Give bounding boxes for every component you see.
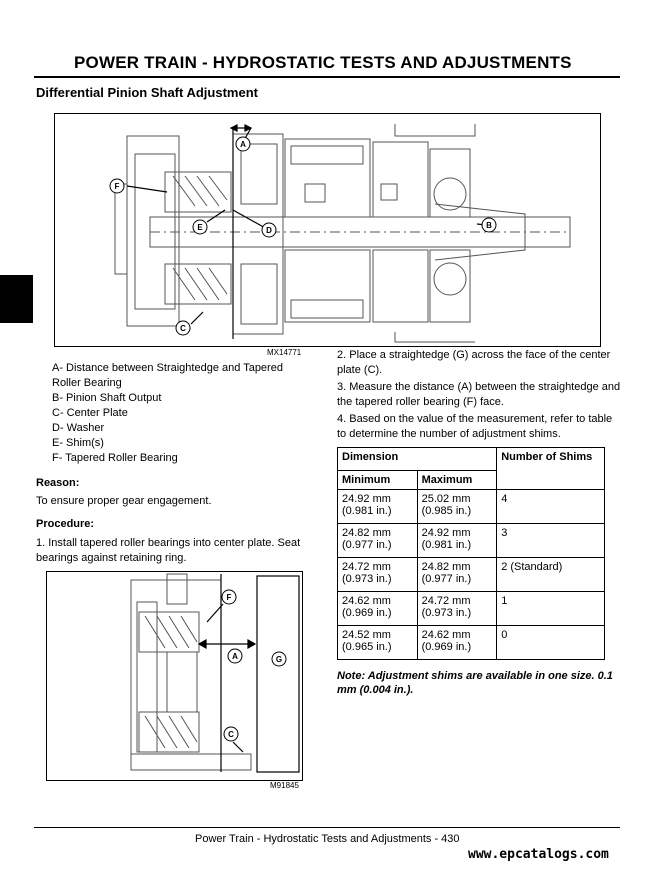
callout-f-icon — [221, 589, 237, 605]
min-mm: 24.82 mm — [342, 527, 391, 539]
table-cell-minimum: 24.52 mm(0.965 in.) — [337, 625, 418, 660]
table-row: 24.72 mm(0.973 in.) 24.82 mm(0.977 in.) … — [337, 557, 605, 592]
column-header-shims: Number of Shims — [496, 447, 605, 490]
straightedge-figure: F A G C — [46, 571, 303, 781]
table-row: 24.52 mm(0.965 in.) 24.62 mm(0.969 in.) … — [337, 625, 605, 660]
callout-c-label: C — [180, 324, 186, 333]
table-cell-shims: 0 — [496, 625, 605, 660]
table-cell-shims: 4 — [496, 489, 605, 524]
page-footer: Power Train - Hydrostatic Tests and Adju… — [195, 833, 460, 845]
section-tab-marker — [0, 275, 33, 323]
legend-item: F- Tapered Roller Bearing — [52, 452, 178, 464]
callout-g-icon — [271, 651, 287, 667]
callout-d-label: D — [266, 226, 272, 235]
figure1-code: MX14771 — [267, 348, 302, 357]
table-cell-maximum: 24.92 mm(0.981 in.) — [416, 523, 498, 558]
callout-e-label: E — [197, 223, 203, 232]
callout-f-label: F — [115, 182, 120, 191]
callout-a-icon — [235, 136, 251, 152]
max-mm: 24.72 mm — [421, 595, 471, 607]
min-mm: 24.92 mm — [342, 493, 391, 505]
column-header-maximum: Maximum — [416, 470, 498, 490]
max-in: (0.981 in.) — [421, 539, 472, 551]
table-cell-minimum: 24.62 mm(0.969 in.) — [337, 591, 418, 626]
table-subheader-row: Minimum Maximum — [337, 470, 605, 490]
section-title: Differential Pinion Shaft Adjustment — [36, 85, 258, 100]
callout-a-icon — [227, 648, 243, 664]
callout-a-label: A — [240, 140, 246, 149]
max-in: (0.969 in.) — [421, 641, 472, 653]
callout-e-icon — [192, 219, 208, 235]
max-mm: 25.02 mm — [421, 493, 471, 505]
table-cell-maximum: 25.02 mm(0.985 in.) — [416, 489, 498, 524]
max-mm: 24.82 mm — [421, 561, 471, 573]
max-in: (0.973 in.) — [421, 607, 472, 619]
watermark: www.epcatalogs.com — [468, 847, 609, 862]
callout-c-icon — [223, 726, 239, 742]
table-header-row: Dimension Number of Shims — [336, 447, 605, 490]
callout-g-label: G — [276, 655, 282, 664]
straightedge-drawing: F A G C — [130, 573, 300, 773]
min-in: (0.965 in.) — [342, 641, 392, 653]
procedure-step-1: 1. Install tapered roller bearings into … — [36, 537, 301, 564]
pinion-shaft-figure: A B C D E F — [54, 113, 601, 347]
callout-c-label: C — [228, 730, 234, 739]
table-cell-maximum: 24.72 mm(0.973 in.) — [416, 591, 498, 626]
column-header-dimension: Dimension — [336, 447, 498, 471]
table-row: 24.62 mm(0.969 in.) 24.72 mm(0.973 in.) … — [337, 591, 605, 626]
note-text: Note: Adjustment shims are available in … — [337, 670, 613, 696]
legend-item: A- Distance between Straightedge and Tap… — [52, 362, 283, 374]
table-cell-shims: 3 — [496, 523, 605, 558]
table-row: 24.92 mm(0.981 in.) 25.02 mm(0.985 in.) … — [337, 489, 605, 524]
table-cell-shims: 2 (Standard) — [496, 557, 605, 592]
callout-c-icon — [175, 320, 191, 336]
min-mm: 24.72 mm — [342, 561, 391, 573]
min-in: (0.977 in.) — [342, 539, 392, 551]
table-cell-shims: 1 — [496, 591, 605, 626]
table-row: 24.82 mm(0.977 in.) 24.92 mm(0.981 in.) … — [337, 523, 605, 558]
header-divider — [34, 76, 620, 78]
procedure-step-2: 2. Place a straightedge (G) across the f… — [337, 349, 611, 376]
page-header-title: POWER TRAIN - HYDROSTATIC TESTS AND ADJU… — [74, 53, 572, 72]
table-cell-maximum: 24.62 mm(0.969 in.) — [416, 625, 498, 660]
legend-item: D- Washer — [52, 422, 105, 434]
table-cell-minimum: 24.72 mm(0.973 in.) — [337, 557, 418, 592]
max-in: (0.977 in.) — [421, 573, 472, 585]
legend-item: C- Center Plate — [52, 407, 128, 419]
min-mm: 24.52 mm — [342, 629, 391, 641]
min-in: (0.973 in.) — [342, 573, 392, 585]
pinion-shaft-drawing: A B C D E F — [109, 124, 571, 343]
callout-a-label: A — [232, 652, 238, 661]
callout-f-icon — [109, 178, 125, 194]
legend-item: B- Pinion Shaft Output — [52, 392, 162, 404]
reason-heading: Reason: — [36, 477, 80, 489]
figure-legend: A- Distance between Straightedge and Tap… — [52, 361, 312, 466]
table-cell-minimum: 24.82 mm(0.977 in.) — [337, 523, 418, 558]
min-in: (0.981 in.) — [342, 505, 392, 517]
legend-item: Roller Bearing — [52, 377, 122, 389]
min-mm: 24.62 mm — [342, 595, 391, 607]
callout-b-icon — [481, 217, 497, 233]
procedure-heading: Procedure: — [36, 518, 95, 530]
figure2-code: M91845 — [270, 781, 299, 790]
callout-b-label: B — [486, 221, 492, 230]
max-in: (0.985 in.) — [421, 505, 472, 517]
footer-divider — [34, 827, 620, 828]
table-cell-maximum: 24.82 mm(0.977 in.) — [416, 557, 498, 592]
min-in: (0.969 in.) — [342, 607, 392, 619]
column-header-minimum: Minimum — [337, 470, 418, 490]
max-mm: 24.92 mm — [421, 527, 471, 539]
table-cell-minimum: 24.92 mm(0.981 in.) — [337, 489, 418, 524]
procedure-step-3: 3. Measure the distance (A) between the … — [337, 381, 621, 408]
reason-text: To ensure proper gear engagement. — [36, 495, 212, 507]
callout-f-label: F — [227, 593, 232, 602]
max-mm: 24.62 mm — [421, 629, 471, 641]
shim-table: Dimension Number of Shims Minimum Maximu… — [336, 447, 605, 660]
callout-d-icon — [261, 222, 277, 238]
legend-item: E- Shim(s) — [52, 437, 104, 449]
procedure-step-4: 4. Based on the value of the measurement… — [337, 413, 613, 440]
